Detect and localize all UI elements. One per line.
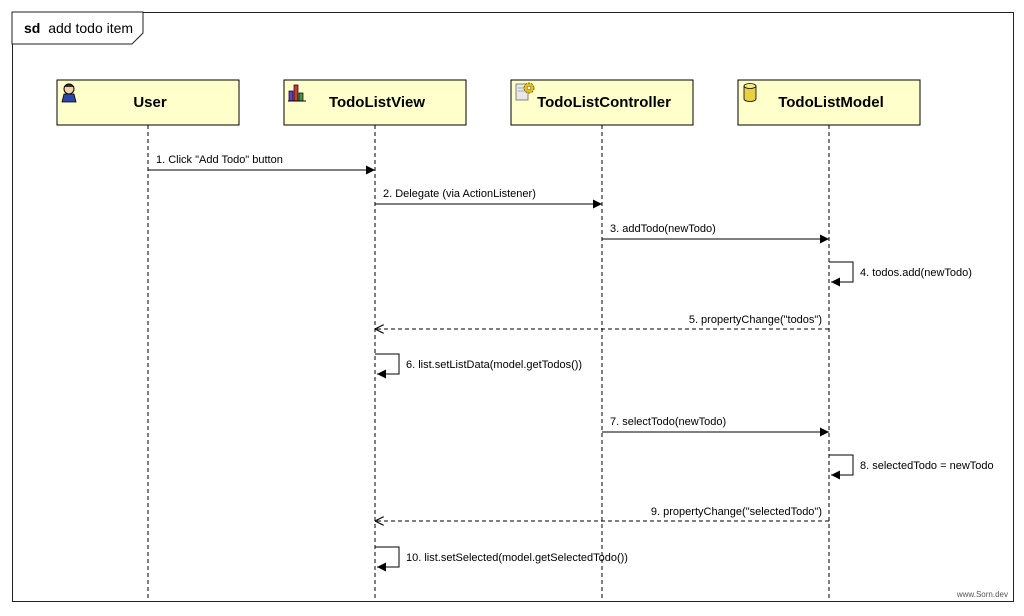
message-arrow: [375, 353, 400, 379]
database-icon: [743, 83, 757, 102]
message: 6. list.setListData(model.getTodos()): [375, 353, 582, 379]
lifeline-model-box[interactable]: [737, 79, 921, 126]
message-arrow: [829, 261, 854, 287]
lifeline-view-title: TodoListView: [329, 94, 425, 111]
message-label: 1. Click "Add Todo" button: [156, 154, 283, 166]
credit-text: www.Sorn.dev: [956, 590, 1008, 599]
lifeline-user: User: [56, 79, 240, 601]
message-label: 10. list.setSelected(model.getSelectedTo…: [406, 552, 628, 564]
message-label: 9. propertyChange("selectedTodo"): [651, 506, 822, 518]
message: 7. selectTodo(newTodo): [602, 416, 829, 437]
message-label: 4. todos.add(newTodo): [860, 267, 972, 279]
message: 5. propertyChange("todos"): [375, 314, 829, 329]
lifeline-user-title: User: [133, 94, 167, 111]
message-arrow: [375, 546, 400, 572]
lifeline-model-title: TodoListModel: [778, 94, 884, 111]
message: 2. Delegate (via ActionListener): [375, 188, 602, 209]
gear-icon: [515, 82, 535, 101]
message: 1. Click "Add Todo" button: [148, 154, 375, 175]
lifeline-controller-box[interactable]: [510, 79, 694, 126]
lifeline-model: TodoListModel: [737, 79, 921, 601]
messages: 1. Click "Add Todo" button 2. Delegate (v…: [148, 154, 994, 572]
lifeline-controller: TodoListController: [510, 79, 694, 601]
frame-keyword: sd: [24, 20, 40, 36]
message: 8. selectedTodo = newTodo: [829, 454, 994, 480]
lifeline-view-box[interactable]: [283, 79, 467, 126]
message-label: 5. propertyChange("todos"): [689, 314, 822, 326]
chart-icon: [288, 84, 306, 102]
sequence-frame: [12, 12, 1014, 602]
lifelines: User TodoListView TodoListController TodoLi…: [56, 79, 921, 601]
message: 9. propertyChange("selectedTodo"): [375, 506, 829, 521]
message-arrow: [829, 454, 854, 480]
message: 3. addTodo(newTodo): [602, 223, 829, 244]
lifeline-view: TodoListView: [283, 79, 467, 601]
message-label: 3. addTodo(newTodo): [610, 223, 716, 235]
svg-text:sd add todo item: sd add todo item: [24, 20, 133, 36]
message-label: 6. list.setListData(model.getTodos()): [406, 359, 582, 371]
frame-tab: sd add todo item: [11, 11, 144, 45]
message: 4. todos.add(newTodo): [829, 261, 972, 287]
frame-name: add todo item: [48, 20, 133, 36]
message-label: 8. selectedTodo = newTodo: [860, 460, 994, 472]
message-label: 7. selectTodo(newTodo): [610, 416, 726, 428]
message: 10. list.setSelected(model.getSelectedTo…: [375, 546, 628, 572]
message-label: 2. Delegate (via ActionListener): [383, 188, 536, 200]
lifeline-user-box[interactable]: [56, 79, 240, 126]
actor-icon: [61, 83, 77, 103]
lifeline-controller-title: TodoListController: [537, 94, 671, 111]
